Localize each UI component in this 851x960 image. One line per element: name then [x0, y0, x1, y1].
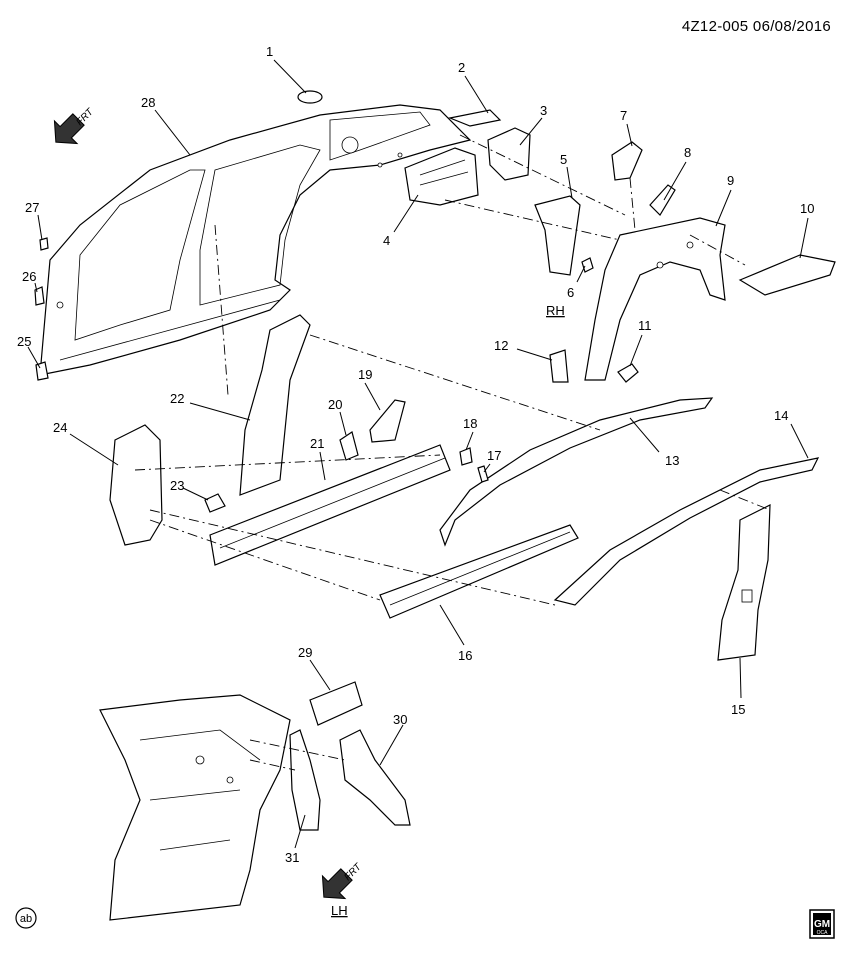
callout-30: 30 [393, 712, 407, 727]
part-7 [611, 141, 643, 181]
callout-28: 28 [141, 95, 155, 110]
part-24 [109, 424, 163, 546]
callout-12: 12 [494, 338, 508, 353]
callout-22: 22 [170, 391, 184, 406]
part-8 [649, 184, 676, 216]
callout-17: 17 [487, 448, 501, 463]
callout-18: 18 [463, 416, 477, 431]
front-arrow-icon: FRT [53, 106, 96, 145]
callout-5: 5 [560, 152, 567, 167]
gm-logo: GM OCA [809, 909, 835, 939]
leader-lines [27, 59, 809, 849]
callout-13: 13 [665, 453, 679, 468]
callout-31: 31 [285, 850, 299, 865]
callout-8: 8 [684, 145, 691, 160]
callout-1: 1 [266, 44, 273, 59]
gm-logo-subtext: OCA [817, 930, 829, 936]
part-13 [439, 397, 714, 547]
callout-10: 10 [800, 201, 814, 216]
diagram-header: 4Z12-005 06/08/2016 [682, 18, 831, 35]
callout-16: 16 [458, 648, 472, 663]
part-2 [447, 109, 502, 127]
part-22 [239, 314, 311, 496]
callout-11: 11 [638, 318, 652, 333]
callout-7: 7 [620, 108, 627, 123]
callout-6: 6 [567, 285, 574, 300]
callout-27: 27 [25, 200, 39, 215]
part-9 [584, 217, 726, 381]
front-arrow-label: FRT [74, 106, 96, 128]
callout-4: 4 [383, 233, 390, 248]
callout-9: 9 [727, 173, 734, 188]
callout-15: 15 [731, 702, 745, 717]
part-31 [289, 729, 321, 831]
corner-badge-label: ab [20, 913, 32, 925]
part-3 [487, 127, 531, 181]
alignment-lines [134, 134, 771, 771]
part-19 [369, 399, 406, 443]
part-4 [404, 147, 479, 206]
part-18 [459, 447, 473, 466]
corner-badge: ab [15, 907, 37, 929]
part-10 [738, 254, 836, 296]
part-5 [534, 195, 581, 276]
callout-26: 26 [22, 269, 36, 284]
body-side-outer-panel [39, 104, 472, 376]
front-arrow-label-lh: FRT [342, 861, 364, 883]
diagram-code: 4Z12-005 [681, 18, 749, 35]
callout-23: 23 [170, 478, 184, 493]
part-12 [549, 349, 569, 383]
part-16 [379, 524, 579, 619]
part-21 [209, 444, 451, 566]
callout-2: 2 [458, 60, 465, 75]
callout-29: 29 [298, 645, 312, 660]
lh-label: LH [331, 903, 348, 918]
callout-25: 25 [17, 334, 31, 349]
callout-19: 19 [358, 367, 372, 382]
front-arrow-icon-lh: FRT [321, 861, 364, 900]
part-11 [617, 363, 639, 383]
part-29 [309, 681, 363, 726]
part-17 [477, 465, 489, 483]
callout-3: 3 [540, 103, 547, 118]
part-6 [581, 257, 594, 273]
callout-20: 20 [328, 397, 342, 412]
gm-logo-text: GM [814, 919, 830, 930]
lh-quarter-cutaway [99, 694, 291, 921]
callout-numbers: 1 2 3 4 5 6 7 8 9 10 11 12 13 14 15 16 1… [17, 44, 814, 865]
rh-label: RH [546, 303, 565, 318]
part-14 [553, 457, 820, 606]
diagram-date: 06/08/2016 [752, 18, 831, 35]
part-1 [297, 90, 323, 104]
part-27 [39, 237, 49, 251]
part-30 [339, 729, 411, 826]
part-23 [204, 493, 226, 513]
callout-21: 21 [310, 436, 324, 451]
callout-14: 14 [774, 408, 788, 423]
part-15 [717, 504, 771, 661]
callout-24: 24 [53, 420, 67, 435]
part-20 [339, 431, 359, 461]
